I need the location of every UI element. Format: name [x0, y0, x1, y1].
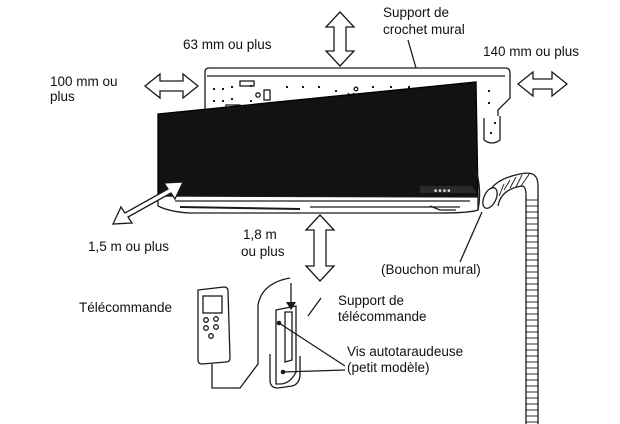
left-clearance-arrow: [143, 72, 200, 100]
remote-connection-line: [211, 277, 291, 389]
remote-control: [197, 286, 231, 365]
remote-holder-label-1: Support de: [338, 293, 404, 308]
remote-label: Télécommande: [79, 300, 172, 315]
wall-bracket: [204, 67, 511, 144]
top-clearance-label: 63 mm ou plus: [183, 37, 272, 52]
leader-screw-upper: [278, 322, 346, 367]
left-clearance-label-1: 100 mm ou: [50, 74, 118, 89]
front-clearance-arrow: [111, 181, 185, 225]
floor-clearance-arrow: [304, 214, 336, 282]
floor-clearance-label-2: ou plus: [241, 244, 285, 259]
right-clearance-arrow: [516, 70, 569, 98]
front-clearance-label: 1,5 m ou plus: [88, 239, 169, 254]
remote-holder-arrow-head: [286, 302, 296, 310]
wall-bracket-label-1: Support de: [383, 5, 449, 20]
wall-cap-label: (Bouchon mural): [381, 262, 481, 277]
remote-holder: [269, 305, 301, 389]
top-clearance-arrow: [324, 11, 356, 67]
right-clearance-label: 140 mm ou plus: [483, 44, 579, 59]
wall-cap-shape: [482, 187, 498, 209]
drain-hose: [482, 172, 539, 424]
leader-wall-cap: [459, 211, 483, 263]
indoor-unit: ■ ■ ■ ■: [157, 81, 481, 214]
leader-remote-holder: [307, 297, 322, 317]
remote-holder-label-2: télécommande: [338, 309, 427, 324]
leader-wall-bracket: [407, 39, 417, 69]
floor-clearance-label-1: 1,8 m: [243, 227, 277, 242]
wall-bracket-label-2: crochet mural: [383, 22, 465, 37]
left-clearance-label-2: plus: [50, 89, 75, 104]
leader-screw-lower: [282, 369, 346, 373]
svg-text:■ ■ ■ ■: ■ ■ ■ ■: [434, 188, 450, 194]
screws-label-1: Vis autotaraudeuse: [347, 344, 463, 359]
screws-label-2: (petit modèle): [347, 360, 430, 375]
